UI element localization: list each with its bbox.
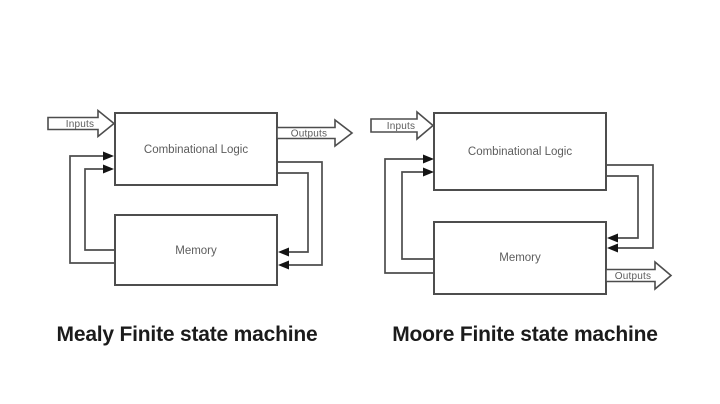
moore-feedback-memory-outer-arrowhead-icon bbox=[423, 154, 434, 164]
moore-caption: Moore Finite state machine bbox=[392, 323, 658, 346]
mealy-feedback-memory-to-logic-outer-line bbox=[69, 155, 115, 264]
mealy-diagram: Inputs Combinational Logic Outputs Memor… bbox=[47, 108, 354, 346]
moore-feedback-memory-to-logic-outer-line bbox=[384, 158, 434, 274]
mealy-combinational-logic-box bbox=[114, 112, 278, 186]
moore-feedback-logic-to-memory-outer-line bbox=[606, 164, 654, 249]
mealy-feedback-inner-arrowhead-icon bbox=[278, 247, 289, 257]
mealy-feedback-memory-to-logic-inner-line bbox=[84, 168, 115, 251]
mealy-outputs-arrow bbox=[276, 118, 354, 148]
moore-inputs-arrow-label: Inputs bbox=[387, 121, 415, 132]
mealy-combinational-logic-label: Combinational Logic bbox=[144, 144, 248, 156]
mealy-feedback-memory-outer-arrowhead-icon bbox=[103, 151, 114, 161]
moore-combinational-logic-box bbox=[433, 112, 607, 191]
mealy-inputs-arrow-label: Inputs bbox=[66, 119, 94, 130]
moore-diagram: Inputs Combinational Logic Memory Output… bbox=[370, 110, 673, 346]
mealy-feedback-logic-to-memory-inner-line bbox=[277, 172, 309, 253]
moore-outputs-arrow-label: Outputs bbox=[615, 271, 651, 282]
mealy-inputs-arrow bbox=[47, 108, 116, 139]
mealy-feedback-logic-to-memory-outer-line bbox=[277, 161, 323, 266]
mealy-feedback-outer-arrowhead-icon bbox=[278, 260, 289, 270]
mealy-outputs-arrow-label: Outputs bbox=[291, 129, 327, 140]
moore-feedback-logic-to-memory-inner-line bbox=[606, 175, 639, 239]
moore-memory-label: Memory bbox=[499, 252, 541, 264]
mealy-caption: Mealy Finite state machine bbox=[57, 323, 318, 346]
moore-feedback-memory-to-logic-inner-line bbox=[401, 171, 434, 260]
moore-feedback-memory-inner-arrowhead-icon bbox=[423, 167, 434, 177]
moore-feedback-outer-arrowhead-icon bbox=[607, 243, 618, 253]
moore-feedback-inner-arrowhead-icon bbox=[607, 233, 618, 243]
mealy-memory-label: Memory bbox=[175, 245, 217, 257]
moore-combinational-logic-label: Combinational Logic bbox=[468, 146, 572, 158]
moore-outputs-arrow bbox=[605, 260, 673, 291]
moore-inputs-arrow bbox=[370, 110, 435, 141]
moore-memory-box bbox=[433, 221, 607, 295]
mealy-feedback-memory-inner-arrowhead-icon bbox=[103, 164, 114, 174]
